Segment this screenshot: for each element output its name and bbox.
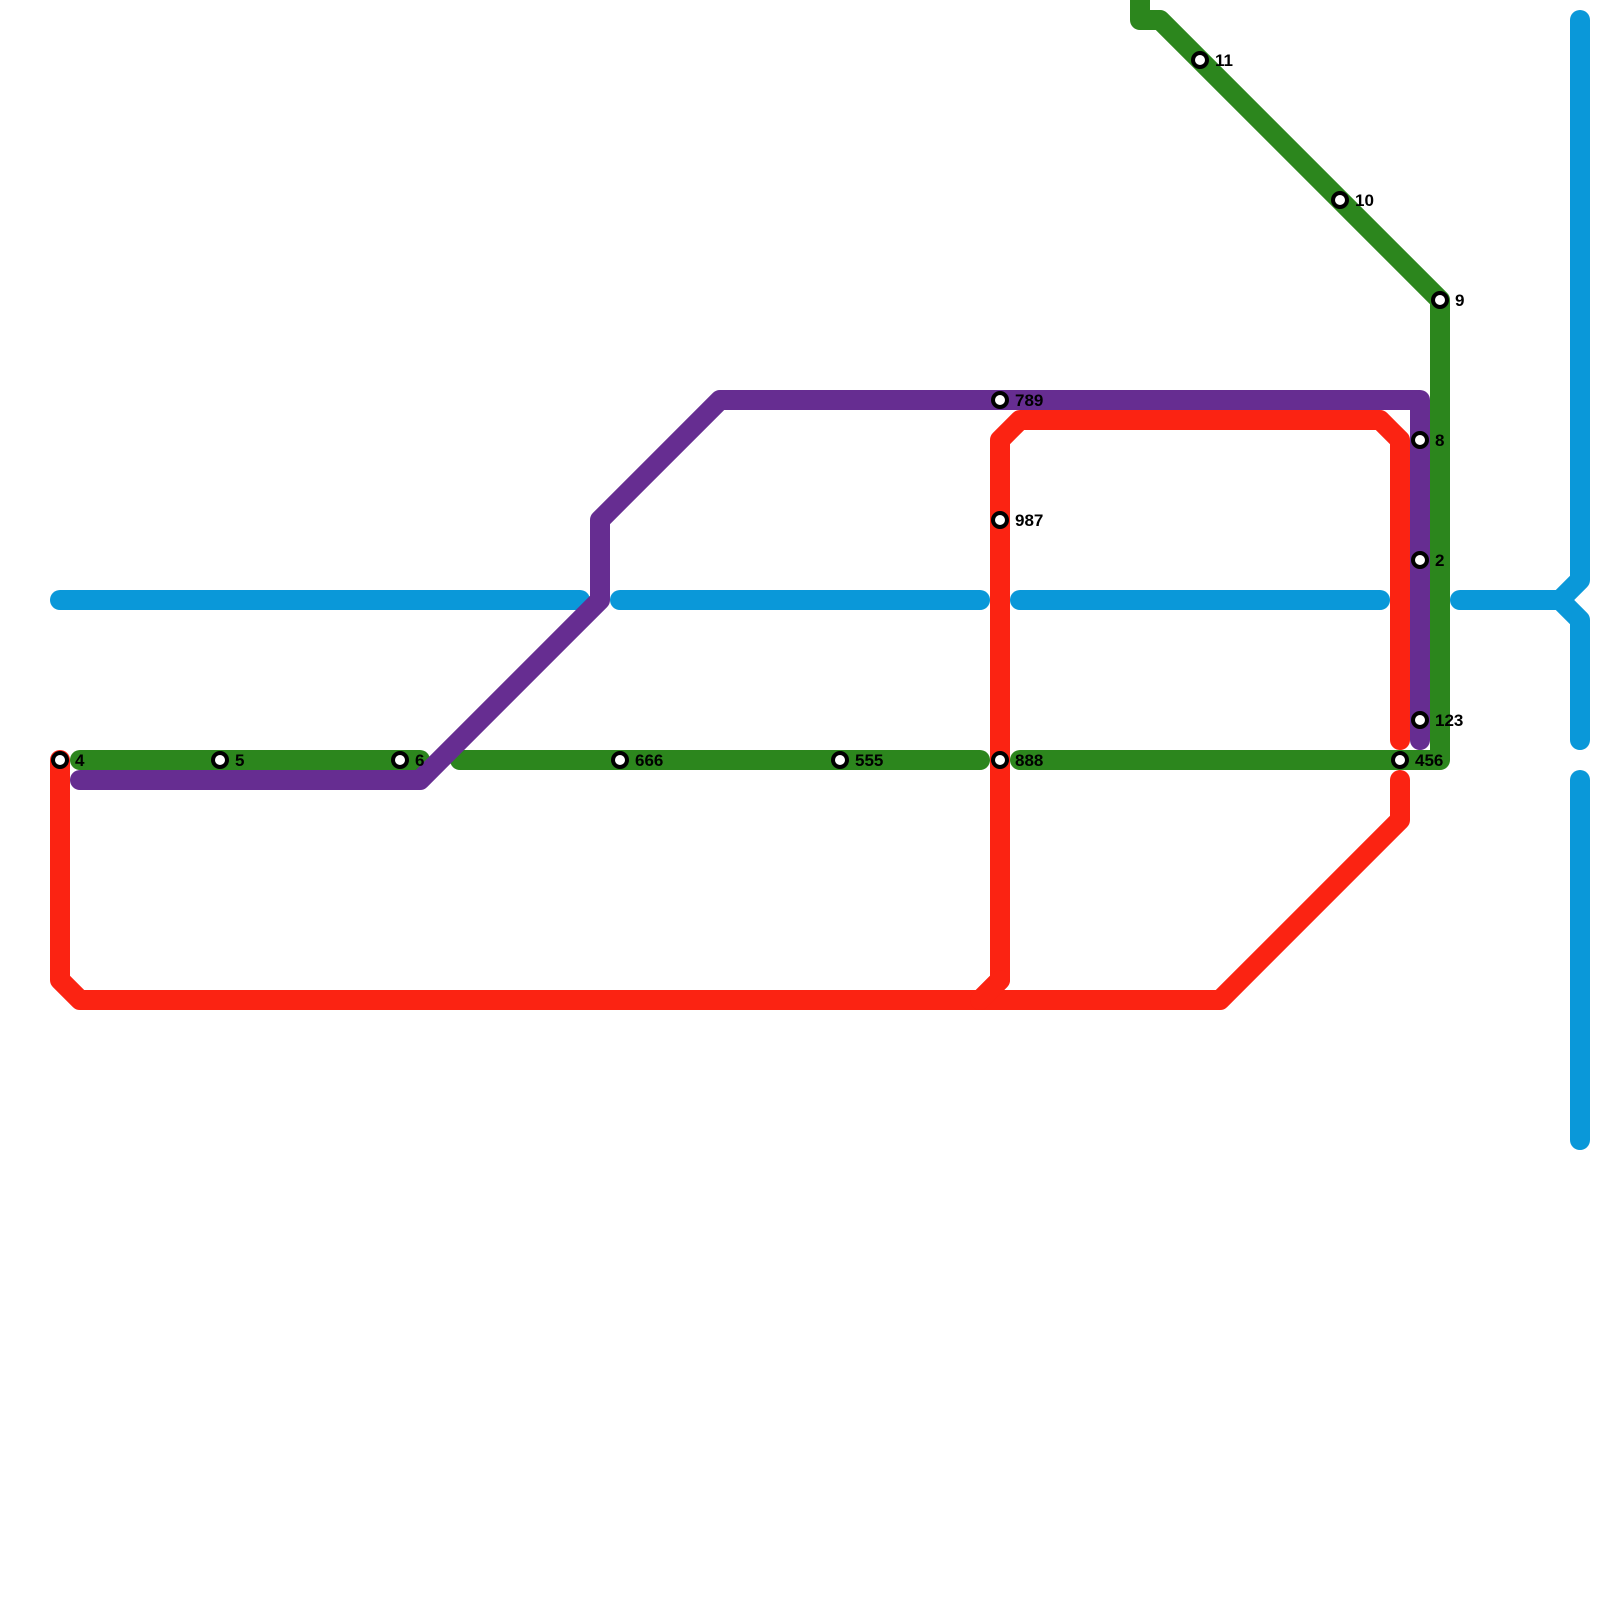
station[interactable]: 789: [991, 391, 1043, 410]
purple-line: [70, 390, 1430, 790]
station-marker[interactable]: [1431, 291, 1449, 309]
station[interactable]: 5: [211, 751, 244, 770]
green-line: [70, 0, 1450, 770]
purple-line-segment: [70, 390, 1430, 790]
station-marker[interactable]: [51, 751, 69, 769]
station[interactable]: 666: [611, 751, 663, 770]
blue-line-segment: [1450, 10, 1590, 610]
station-label: 6: [415, 751, 424, 770]
blue-line: [50, 10, 1590, 1150]
station[interactable]: 555: [831, 751, 883, 770]
station-label: 5: [235, 751, 244, 770]
station-marker[interactable]: [1411, 711, 1429, 729]
blue-line-segment: [1550, 590, 1590, 750]
station[interactable]: 6: [391, 751, 424, 770]
station-label: 9: [1455, 291, 1464, 310]
station-label: 789: [1015, 391, 1043, 410]
station-marker[interactable]: [1411, 431, 1429, 449]
station-label: 666: [635, 751, 663, 770]
station-label: 4: [75, 751, 85, 770]
station[interactable]: 11: [1191, 51, 1233, 70]
station[interactable]: 888: [991, 751, 1043, 770]
station-label: 8: [1435, 431, 1444, 450]
station[interactable]: 8: [1411, 431, 1444, 450]
station[interactable]: 456: [1391, 751, 1443, 770]
green-line-segment: [1010, 0, 1450, 770]
station-marker[interactable]: [611, 751, 629, 769]
station-marker[interactable]: [831, 751, 849, 769]
station[interactable]: 123: [1411, 711, 1463, 730]
red-line: [50, 410, 1410, 1010]
station-marker[interactable]: [991, 391, 1009, 409]
station-marker[interactable]: [1411, 551, 1429, 569]
station[interactable]: 10: [1331, 191, 1374, 210]
station-label: 10: [1355, 191, 1374, 210]
stations: 4 5 6 666 555 888 789 987: [51, 51, 1464, 770]
station-marker[interactable]: [991, 751, 1009, 769]
station-label: 888: [1015, 751, 1043, 770]
station-label: 123: [1435, 711, 1463, 730]
station[interactable]: 2: [1411, 551, 1444, 570]
station-label: 987: [1015, 511, 1043, 530]
station-marker[interactable]: [391, 751, 409, 769]
station[interactable]: 9: [1431, 291, 1464, 310]
station[interactable]: 4: [51, 751, 85, 770]
station-label: 11: [1215, 51, 1233, 70]
station[interactable]: 987: [991, 511, 1043, 530]
station-label: 2: [1435, 551, 1444, 570]
station-marker[interactable]: [1331, 191, 1349, 209]
red-line-segment: [50, 750, 1410, 1010]
station-marker[interactable]: [1391, 751, 1409, 769]
red-line-segment: [970, 410, 1410, 1010]
red-line-segment: [970, 970, 1010, 1010]
station-marker[interactable]: [211, 751, 229, 769]
station-marker[interactable]: [991, 511, 1009, 529]
station-label: 456: [1415, 751, 1443, 770]
station-label: 555: [855, 751, 883, 770]
station-marker[interactable]: [1191, 51, 1209, 69]
